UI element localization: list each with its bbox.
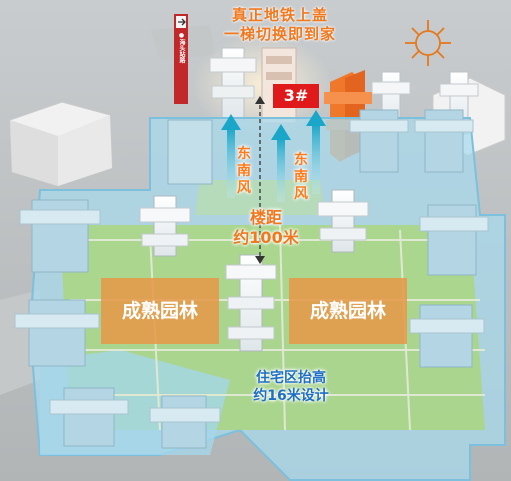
wind-arrow [221,110,326,202]
elevation-line1: 住宅区抬高 [256,370,326,386]
metro-towers [209,47,479,135]
elevation-line2: 约16米设计 [253,388,329,404]
building-distance-label: 楼距 约100米 [218,208,314,248]
compass-icon [405,20,451,66]
distance-line2: 约100米 [233,228,299,247]
metro-sign-label: ●海头站路 [178,32,185,63]
distance-line [255,96,265,264]
garden-label-left: 成熟园林 [101,278,219,344]
residential-towers [14,109,489,449]
wind-label-left: 东南风 [237,146,251,196]
headline: 真正地铁上盖 一梯切换即到家 [205,6,355,44]
garden-label-right: 成熟园林 [289,278,407,344]
building-3-badge: 3# [273,84,319,108]
elevation-note: 住宅区抬高 约16米设计 [226,369,356,405]
distance-line1: 楼距 [249,208,282,227]
headline-line1: 真正地铁上盖 [231,6,328,24]
wind-label-right: 东南风 [294,152,308,202]
headline-line2: 一梯切换即到家 [223,25,336,43]
metro-station-sign [174,14,188,104]
